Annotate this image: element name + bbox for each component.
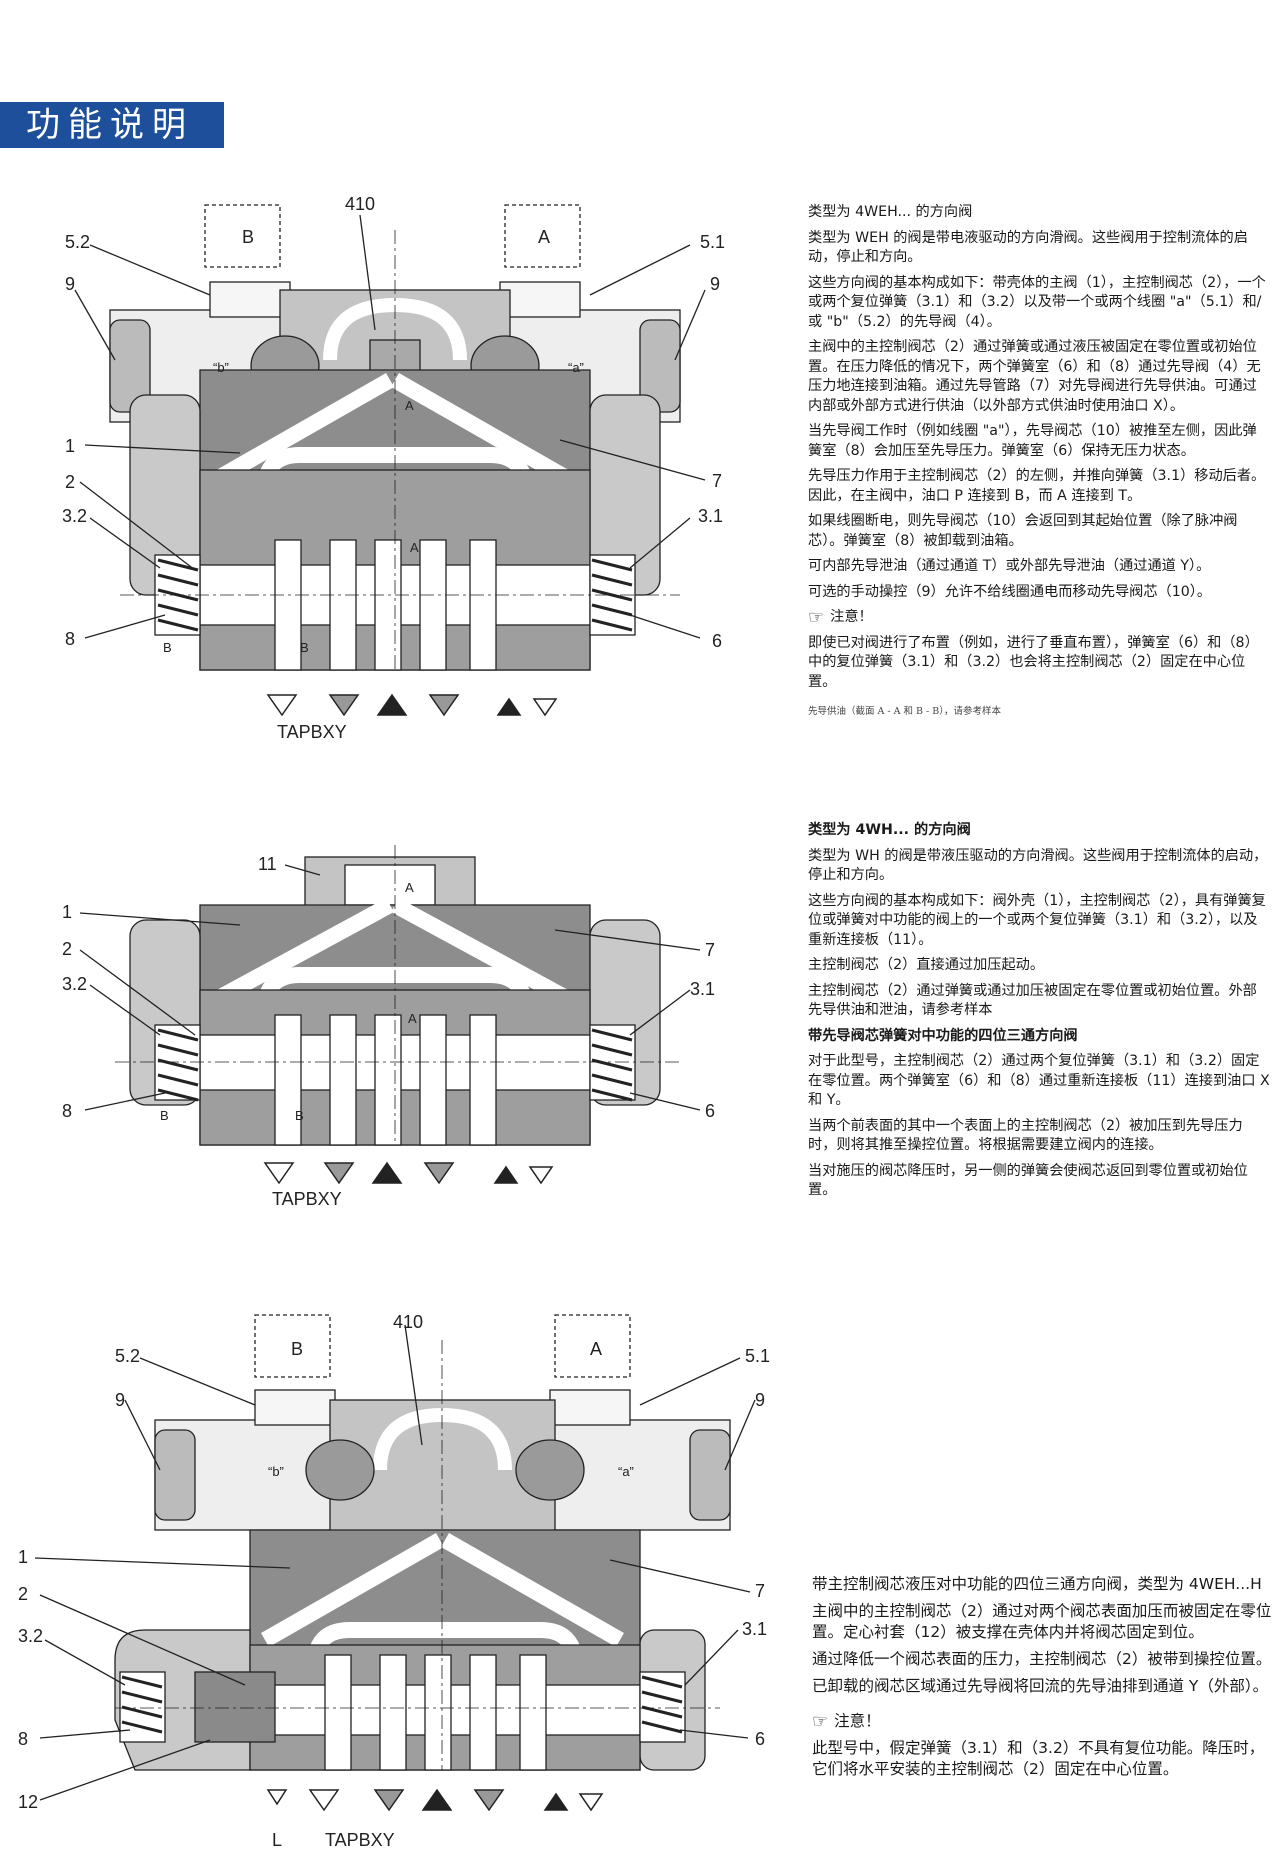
- label-410: 410: [345, 194, 375, 214]
- label-3-1: 3.1: [698, 506, 723, 526]
- port-codes: TAPBXY: [325, 1830, 395, 1850]
- paragraph: 主控制阀芯（2）直接通过加压起动。: [808, 957, 1045, 973]
- port-codes: TAPBXY: [277, 722, 347, 742]
- paragraph: 类型为 WEH 的阀是带电液驱动的方向滑阀。这些阀用于控制流体的启动，停止和方向…: [808, 229, 1248, 266]
- label-8: 8: [65, 629, 75, 649]
- paragraph: 对于此型号，主控制阀芯（2）通过两个复位弹簧（3.1）和（3.2）固定在零位置。…: [808, 1053, 1270, 1108]
- pointing-hand-icon: ☞: [808, 607, 825, 628]
- description-4weh: 类型为 4WEH... 的方向阀 类型为 WEH 的阀是带电液驱动的方向滑阀。这…: [808, 203, 1270, 728]
- paragraph: 当对施压的阀芯降压时，另一侧的弹簧会使阀芯返回到零位置或初始位置。: [808, 1162, 1248, 1199]
- subheading: 带先导阀芯弹簧对中功能的四位三通方向阀: [808, 1027, 1078, 1044]
- valve-diagram-4weh: 410 5.2 5.1 9 9 1 2 3.2 8 7 3.1 6 B A “b…: [62, 194, 725, 742]
- label-9-right: 9: [755, 1390, 765, 1410]
- label-8: 8: [62, 1101, 72, 1121]
- paragraph: 可内部先导泄油（通过通道 T）或外部先导泄油（通过通道 Y）。: [808, 558, 1211, 574]
- paragraph: 如果线圈断电，则先导阀芯（10）会返回到其起始位置（除了脉冲阀芯）。弹簧室（8）…: [808, 513, 1238, 549]
- label-8: 8: [18, 1729, 28, 1749]
- label-1: 1: [65, 436, 75, 456]
- paragraph: 类型为 WH 的阀是带液压驱动的方向滑阀。这些阀用于控制流体的启动，停止和方向。: [808, 847, 1268, 884]
- coil-a-label: A: [538, 227, 550, 247]
- label-5-2: 5.2: [115, 1346, 140, 1366]
- description-4weh-h: 带主控制阀芯液压对中功能的四位三通方向阀，类型为 4WEH...H 主阀中的主控…: [812, 1574, 1274, 1786]
- valve-diagram-4weh-h: 410 5.2 5.1 9 9 1 2 3.2 8 12 7 3.1 6 B A…: [18, 1312, 770, 1850]
- label-9-left: 9: [115, 1390, 125, 1410]
- paragraph: 已卸载的阀芯区域通过先导阀将回流的先导油排到通道 Y（外部）。: [812, 1677, 1269, 1695]
- port-b-mid: B: [295, 1108, 304, 1123]
- paragraph: 通过降低一个阀芯表面的压力，主控制阀芯（2）被带到操控位置。: [812, 1650, 1272, 1668]
- paragraph: 即使已对阀进行了布置（例如，进行了垂直布置），弹簧室（6）和（8）中的复位弹簧（…: [808, 634, 1259, 690]
- paragraph: 可选的手动操控（9）允许不给线圈通电而移动先导阀芯（10）。: [808, 583, 1212, 600]
- port-codes: TAPBXY: [272, 1189, 342, 1209]
- note: ☞ 注意！: [812, 1711, 1274, 1732]
- port-b-left: B: [163, 640, 172, 655]
- paragraph: 主阀中的主控制阀芯（2）通过弹簧或通过液压被固定在零位置或初始位置。在压力降低的…: [808, 339, 1261, 414]
- paragraph: 此型号中，假定弹簧（3.1）和（3.2）不具有复位功能。降压时，它们将水平安装的…: [812, 1739, 1265, 1778]
- label-11: 11: [258, 854, 277, 874]
- label-3-1: 3.1: [690, 979, 715, 999]
- paragraph: 当两个前表面的其中一个表面上的主控制阀芯（2）被加压到先导压力时，则将其推至操控…: [808, 1117, 1243, 1154]
- label-2: 2: [62, 939, 72, 959]
- port-l: L: [272, 1830, 282, 1850]
- label-3-2: 3.2: [62, 506, 87, 526]
- valve-diagram-4wh: 11 1 2 3.2 8 7 3.1 6 A A B B TAPBXY: [62, 845, 715, 1209]
- paragraph: 当先导阀工作时（例如线圈 "a"），先导阀芯（10）被推至左侧，因此弹簧室（8）…: [808, 423, 1257, 459]
- pilot-port-a: A: [405, 880, 414, 895]
- coil-b-label: B: [291, 1339, 303, 1359]
- coil-b-label: B: [242, 227, 254, 247]
- pilot-port-a: A: [405, 398, 414, 413]
- label-7: 7: [705, 940, 715, 960]
- label-2: 2: [18, 1584, 28, 1604]
- paragraph: 先导压力作用于主控制阀芯（2）的左侧，并推向弹簧（3.1）移动后者。因此，在主阀…: [808, 468, 1266, 504]
- label-5-1: 5.1: [745, 1346, 770, 1366]
- label-6: 6: [705, 1101, 715, 1121]
- note-label: 注意！: [830, 609, 873, 625]
- label-2: 2: [65, 472, 75, 492]
- port-b-left: B: [160, 1108, 169, 1123]
- label-5-1: 5.1: [700, 232, 725, 252]
- paragraph: 主阀中的主控制阀芯（2）通过对两个阀芯表面加压而被固定在零位置。定心衬套（12）…: [812, 1602, 1272, 1641]
- paragraph: 主控制阀芯（2）通过弹簧或通过加压被固定在零位置或初始位置。外部先导供油和泄油，…: [808, 982, 1257, 1019]
- quote-b: “b”: [213, 360, 229, 375]
- label-1: 1: [62, 902, 72, 922]
- paragraph: 这些方向阀的基本构成如下：带壳体的主阀（1），主控制阀芯（2），一个或两个复位弹…: [808, 274, 1266, 330]
- label-9-right: 9: [710, 274, 720, 294]
- heading-4weh-h: 带主控制阀芯液压对中功能的四位三通方向阀，类型为 4WEH...H: [812, 1575, 1262, 1593]
- label-3-2: 3.2: [18, 1626, 43, 1646]
- label-7: 7: [755, 1581, 765, 1601]
- quote-a: “a”: [618, 1464, 634, 1479]
- label-6: 6: [712, 631, 722, 651]
- pointing-hand-icon: ☞: [812, 1711, 829, 1732]
- label-410: 410: [393, 1312, 423, 1332]
- footnote: 先导供油（截面 A - A 和 B - B），请参考样本: [808, 706, 1001, 717]
- quote-a: “a”: [568, 360, 584, 375]
- note: ☞ 注意！: [808, 608, 1270, 628]
- section-header: 功能说明: [0, 102, 224, 148]
- coil-a-label: A: [590, 1339, 602, 1359]
- label-12: 12: [18, 1792, 38, 1812]
- paragraph: 这些方向阀的基本构成如下：阀外壳（1），主控制阀芯（2），具有弹簧复位或弹簧对中…: [808, 892, 1266, 948]
- main-port-a: A: [408, 1011, 417, 1026]
- heading-4weh: 类型为 4WEH... 的方向阀: [808, 204, 973, 220]
- label-1: 1: [18, 1547, 28, 1567]
- label-3-1: 3.1: [742, 1619, 767, 1639]
- quote-b: “b”: [268, 1464, 284, 1479]
- section-title: 功能说明: [26, 105, 194, 145]
- label-6: 6: [755, 1729, 765, 1749]
- note-label: 注意！: [834, 1712, 881, 1730]
- description-4wh: 类型为 4WH... 的方向阀 类型为 WH 的阀是带液压驱动的方向滑阀。这些阀…: [808, 821, 1270, 1207]
- label-5-2: 5.2: [65, 232, 90, 252]
- label-3-2: 3.2: [62, 974, 87, 994]
- heading-4wh: 类型为 4WH... 的方向阀: [808, 822, 971, 838]
- main-port-a: A: [410, 540, 419, 555]
- label-7: 7: [712, 471, 722, 491]
- port-b-mid: B: [300, 640, 309, 655]
- label-9-left: 9: [65, 274, 75, 294]
